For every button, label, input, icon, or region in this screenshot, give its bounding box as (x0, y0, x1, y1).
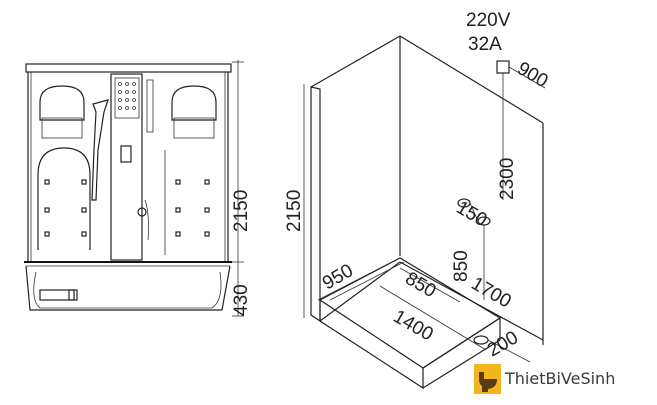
iso-1700-label: 1700 (468, 273, 515, 312)
voltage-label: 220V (466, 10, 511, 31)
iso-tray-side (422, 316, 501, 389)
iso-width-label: 1400 (390, 306, 437, 345)
iso-wall-height-label: 2300 (497, 158, 518, 200)
nozzle-grid (118, 82, 136, 110)
iso-tray-front (319, 300, 424, 390)
front-elevation-view: 2150 430 (24, 60, 252, 317)
iso-inner-label: 850 (402, 268, 440, 302)
isometric-view: 2150 950 1400 850 2300 900 150 850 1700 … (284, 10, 552, 390)
hand-shower (91, 99, 109, 201)
iso-outlet-width-label: 900 (514, 58, 552, 92)
mixer-hose (144, 199, 149, 241)
left-massage-jets (44, 179, 87, 237)
iso-inner-dim (399, 267, 461, 303)
brand-name: ThietBiVeSinh (504, 369, 615, 388)
tub-body (25, 265, 231, 311)
iso-right-top (399, 35, 544, 124)
iso-width-dim (379, 285, 487, 351)
inlet-ref-line (469, 202, 479, 222)
left-backrest (37, 147, 91, 250)
side-rail (146, 79, 154, 133)
tub-valve (68, 289, 78, 301)
electric-outlet-box (496, 60, 510, 74)
right-headrest (171, 85, 217, 121)
brand-watermark: ThietBiVeSinh (474, 364, 615, 394)
iso-left-wall (310, 86, 321, 323)
front-height-label: 2150 (231, 190, 252, 232)
iso-850-label: 850 (451, 250, 472, 282)
mixer-knob (137, 207, 147, 217)
iso-height-label: 2150 (284, 190, 305, 232)
right-massage-jets (175, 179, 210, 237)
iso-drain-label: 200 (484, 327, 522, 361)
current-label: 32A (468, 34, 502, 55)
left-headrest-pad (41, 117, 83, 139)
outlet-dim-line (508, 66, 546, 89)
tub-control-box (39, 289, 75, 301)
center-column (110, 73, 143, 261)
right-headrest-pad (173, 117, 215, 139)
iso-tray-inner (329, 261, 405, 301)
toilet-logo-shape (479, 372, 497, 392)
front-base-label: 430 (231, 284, 252, 316)
drain-dim (487, 339, 531, 363)
control-panel-top (114, 77, 140, 119)
front-top-rail (25, 63, 232, 73)
tub-basin (33, 271, 222, 309)
control-display (120, 145, 132, 163)
iso-back-edge-top (310, 35, 401, 88)
iso-back-floor-edge (319, 261, 401, 322)
iso-depth-dim (317, 263, 389, 301)
left-headrest (39, 85, 85, 121)
